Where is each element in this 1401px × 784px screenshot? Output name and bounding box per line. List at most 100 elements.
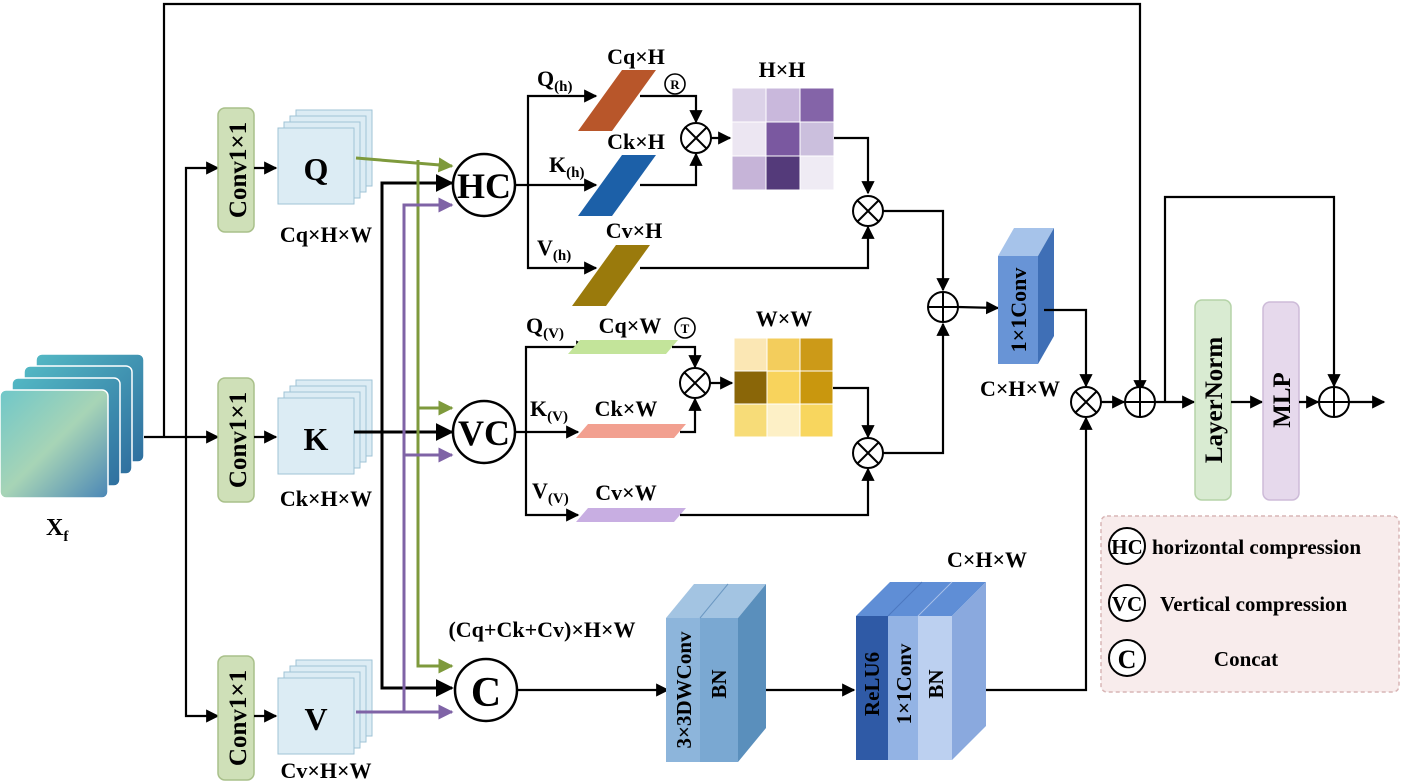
hc-node-label: HC xyxy=(457,166,511,206)
wire-kh-to-mult xyxy=(640,152,703,187)
vv-projection-shape xyxy=(576,508,686,522)
wire-vh-to-mult xyxy=(640,225,875,270)
conv-k-label: Conv1×1 xyxy=(225,392,252,488)
kh-projection-shape xyxy=(578,155,656,216)
conv-v-label: Conv1×1 xyxy=(225,670,252,766)
vc-node-label: VC xyxy=(458,413,510,453)
conv-v-block: Conv1×1 xyxy=(217,655,255,781)
input-feature-stack xyxy=(0,353,145,499)
input-label: Xf xyxy=(46,515,69,545)
dwconv-bn-block: 3×3DWConv BN xyxy=(666,583,766,762)
kh-label: K(h) xyxy=(549,152,584,181)
wire-kv-to-mult xyxy=(680,397,702,434)
wire-vc-to-qv xyxy=(515,340,590,434)
multiply-node-output xyxy=(1070,386,1102,418)
qv-label: Q(V) xyxy=(526,313,564,342)
hh-attention-matrix xyxy=(731,87,835,191)
concat-node: C xyxy=(453,657,519,723)
wire-local-to-mult xyxy=(986,416,1093,692)
conv-q-label: Conv1×1 xyxy=(225,122,252,218)
wire-q-to-concat xyxy=(416,160,454,674)
vv-dims: Cv×W xyxy=(595,480,656,505)
qv-dims: Cq×W xyxy=(599,313,662,338)
merge-1x1conv-label: 1×1Conv xyxy=(1006,268,1031,353)
layernorm-label: LayerNorm xyxy=(1201,337,1228,464)
concat-node-label: C xyxy=(471,670,501,716)
vh-dims: Cv×H xyxy=(606,218,663,243)
qh-label: Q(h) xyxy=(537,66,572,95)
wire-qv-to-mult xyxy=(672,345,702,369)
vv-label: V(V) xyxy=(532,478,569,507)
bn1-label: BN xyxy=(707,669,731,698)
t-mark-label: T xyxy=(681,321,690,336)
qh-projection-shape xyxy=(578,70,656,131)
merge-dims: C×H×W xyxy=(980,376,1060,401)
legend-hc-text: horizontal compression xyxy=(1152,535,1361,559)
bn2-label: BN xyxy=(924,669,948,698)
k-stack: K xyxy=(277,379,373,475)
r-mark-label: R xyxy=(670,77,680,92)
local-dims: C×H×W xyxy=(947,547,1027,572)
legend-concat-symbol: C xyxy=(1118,645,1137,674)
qh-dims: Cq×H xyxy=(607,44,665,69)
kv-label: K(V) xyxy=(530,396,568,425)
wire-to-conv-q xyxy=(184,161,220,437)
wire-ww-matrix-to-mult xyxy=(833,386,875,439)
wire-v-out-to-add xyxy=(883,322,950,455)
wire-k-to-concat xyxy=(380,432,454,697)
legend-item-concat: C Concat xyxy=(1108,639,1278,677)
legend-vc-text: Vertical compression xyxy=(1160,592,1348,616)
wire-q-to-hc xyxy=(355,156,454,173)
wire-v-to-hc xyxy=(356,197,454,714)
conv-q-block: Conv1×1 xyxy=(217,107,255,233)
q-dims: Cq×H×W xyxy=(280,222,372,247)
legend-concat-text: Concat xyxy=(1214,647,1278,671)
mlp-label: MLP xyxy=(1269,372,1296,428)
legend-hc-symbol: HC xyxy=(1111,535,1143,559)
legend-item-vc: VC Vertical compression xyxy=(1108,584,1348,622)
local-1x1conv-label: 1×1Conv xyxy=(892,643,916,724)
r-mark: R xyxy=(664,73,686,95)
ww-matrix-title: W×W xyxy=(756,306,813,331)
v-label: V xyxy=(304,701,327,737)
hc-node: HC xyxy=(451,152,517,218)
t-mark: T xyxy=(674,317,696,339)
multiply-node-h-out xyxy=(852,195,884,227)
conv-k-block: Conv1×1 xyxy=(217,377,255,503)
multiply-node-v-out xyxy=(852,437,884,469)
v-dims: Cv×H×W xyxy=(280,758,371,783)
q-stack: Q xyxy=(277,109,373,205)
v-stack: V xyxy=(277,659,373,755)
kv-projection-shape xyxy=(576,424,686,438)
add-node-merge xyxy=(927,291,959,323)
legend: HC horizontal compression VC Vertical co… xyxy=(1100,515,1400,693)
multiply-node-hh xyxy=(680,122,712,154)
wire-vv-to-mult xyxy=(680,467,875,517)
wire-hc-to-qh xyxy=(515,89,598,187)
add-node-residual-2 xyxy=(1318,386,1350,418)
wire-h-out-to-add xyxy=(883,209,950,292)
q-label: Q xyxy=(304,151,329,187)
qv-projection-shape xyxy=(568,340,678,354)
vc-node: VC xyxy=(451,399,517,465)
k-label: K xyxy=(304,421,329,457)
ww-attention-matrix xyxy=(733,337,834,438)
legend-item-hc: HC horizontal compression xyxy=(1108,527,1361,565)
concat-dims: (Cq+Ck+Cv)×H×W xyxy=(448,617,635,642)
mlp-block: MLP xyxy=(1262,301,1300,501)
wire-1x1conv-to-mult xyxy=(1044,308,1093,388)
add-node-residual-1 xyxy=(1124,386,1156,418)
legend-vc-symbol: VC xyxy=(1112,592,1142,616)
kv-dims: Ck×W xyxy=(595,396,658,421)
residual-wire-top xyxy=(162,2,1147,437)
dwconv-label: 3×3DWConv xyxy=(672,631,696,748)
k-dims: Ck×H×W xyxy=(280,486,372,511)
merge-1x1conv-block: 1×1Conv xyxy=(998,228,1054,364)
residual-wire-2 xyxy=(1163,195,1341,402)
layernorm-block: LayerNorm xyxy=(1194,299,1232,501)
wire-hh-matrix-to-mult xyxy=(834,136,875,195)
wire-to-conv-v xyxy=(184,437,220,723)
relu-label: ReLU6 xyxy=(860,652,884,716)
hh-matrix-title: H×H xyxy=(759,57,806,82)
vh-projection-shape xyxy=(572,245,650,306)
